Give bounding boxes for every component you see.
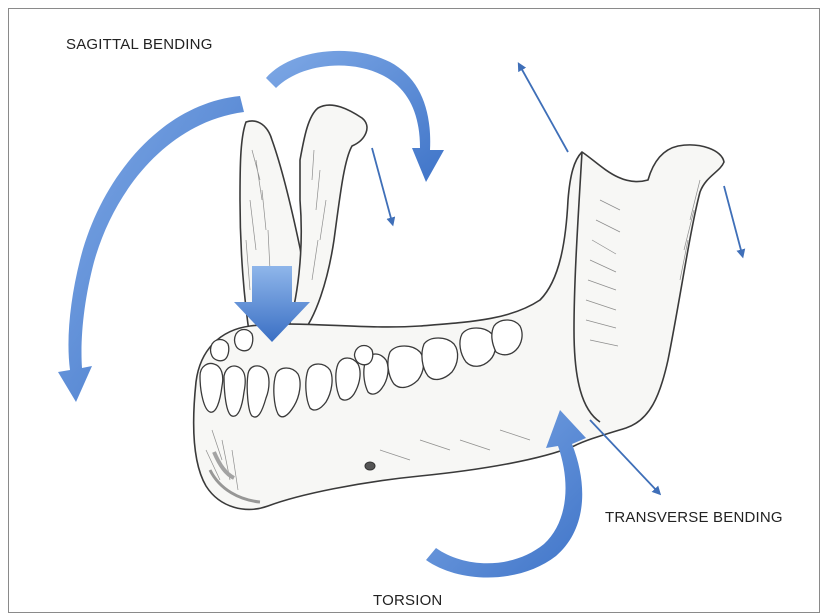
left-condyle (286, 105, 367, 336)
arrow-down-right (724, 186, 742, 254)
arrow-down-condyle (372, 148, 392, 222)
arrow-up-left (520, 66, 568, 152)
transverse-bending-label: TRANSVERSE BENDING (605, 509, 783, 526)
arrow-transverse (590, 420, 658, 492)
sagittal-bending-label: SAGITTAL BENDING (66, 36, 213, 53)
torsion-label: TORSION (373, 592, 442, 609)
mental-foramen (365, 462, 375, 470)
